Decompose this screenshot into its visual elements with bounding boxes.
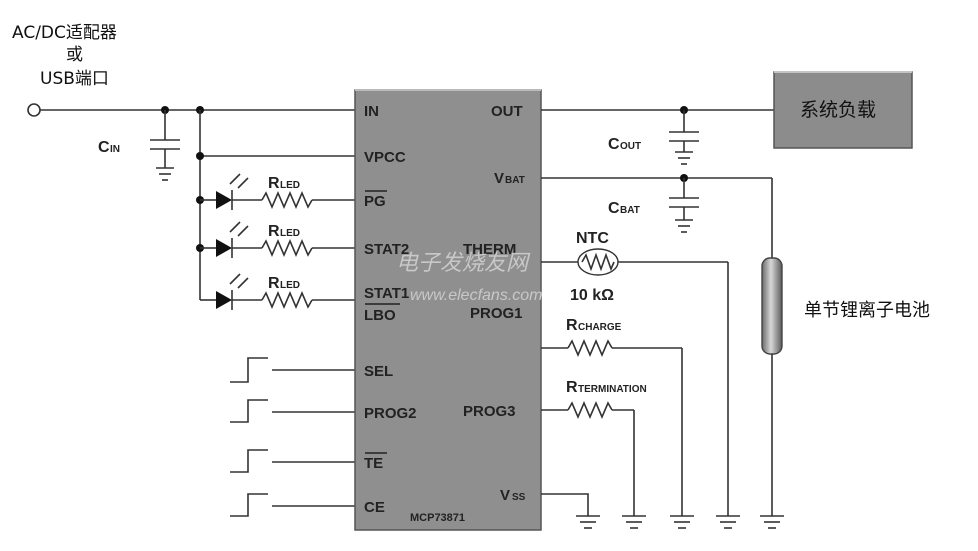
ground-symbol [716, 515, 740, 529]
battery-label: 单节锂离子电池 [804, 300, 930, 321]
pin-ce: CE [364, 499, 385, 516]
pin-vbat: V [494, 170, 504, 187]
led-branch-stat2 [200, 221, 355, 258]
rterm-label-main: R [566, 379, 578, 396]
pin-sel: SEL [364, 363, 393, 380]
pin-vbat-sub: BAT [505, 175, 525, 186]
te-step-input [230, 449, 355, 473]
input-label-line1: AC/DC适配器 [12, 23, 117, 43]
rled-sub-3: LED [280, 280, 300, 291]
rterm-label-sub: TERMINATION [578, 384, 647, 395]
pin-prog2: PROG2 [364, 405, 417, 422]
rled-label-2: R [268, 223, 280, 240]
watermark-cn: 电子发烧友网 [396, 251, 531, 276]
cin-capacitor [150, 110, 180, 181]
pin-therm: THERM [463, 241, 516, 258]
watermark-url: www.elecfans.com [410, 287, 543, 304]
ground-symbol [576, 515, 600, 529]
battery-cell [761, 257, 783, 355]
pin-lbo: LBO [364, 307, 396, 324]
cout-label-sub: OUT [620, 141, 641, 152]
ground-symbol [670, 515, 694, 529]
system-load-box [773, 71, 913, 149]
pin-pg: PG [364, 193, 386, 210]
vss-wire [541, 493, 589, 516]
ground-symbol [622, 515, 646, 529]
pin-vss: V [500, 487, 510, 504]
pin-vpcc: VPCC [364, 149, 406, 166]
sel-step-input [230, 357, 355, 383]
ce-step-input [230, 493, 355, 517]
input-label-line2: 或 [66, 45, 83, 65]
pin-vss-sub: SS [512, 492, 526, 503]
input-terminal [27, 103, 41, 117]
led-branch-stat1 [200, 273, 355, 310]
pin-stat2: STAT2 [364, 241, 409, 258]
cin-label-sub: IN [110, 144, 120, 155]
cout-label-main: C [608, 136, 620, 153]
chip-name: MCP73871 [410, 512, 465, 524]
led-branch-pg [200, 173, 355, 210]
ntc-label: NTC [576, 230, 609, 247]
cbat-capacitor [669, 178, 699, 233]
cout-capacitor [669, 110, 699, 165]
cin-label-main: C [98, 139, 110, 156]
system-load-label: 系统负载 [800, 99, 876, 121]
input-label-line3: USB端口 [40, 69, 109, 89]
rled-sub-2: LED [280, 228, 300, 239]
pin-in: IN [364, 103, 379, 120]
rled-label-1: R [268, 175, 280, 192]
rled-label-3: R [268, 275, 280, 292]
chip-body [354, 89, 542, 531]
ntc-value: 10 kΩ [570, 287, 614, 304]
rcharge-label-main: R [566, 317, 578, 334]
junction-dot [196, 152, 204, 160]
pin-prog3: PROG3 [463, 403, 516, 420]
pin-out: OUT [491, 103, 523, 120]
cbat-label-sub: BAT [620, 205, 640, 216]
pin-prog1: PROG1 [470, 305, 523, 322]
rcharge-label-sub: CHARGE [578, 322, 622, 333]
ground-symbol [760, 515, 784, 529]
rled-sub-1: LED [280, 180, 300, 191]
cbat-label-main: C [608, 200, 620, 217]
prog2-step-input [230, 399, 355, 423]
pin-te: TE [364, 455, 383, 472]
pin-stat1: STAT1 [364, 285, 409, 302]
